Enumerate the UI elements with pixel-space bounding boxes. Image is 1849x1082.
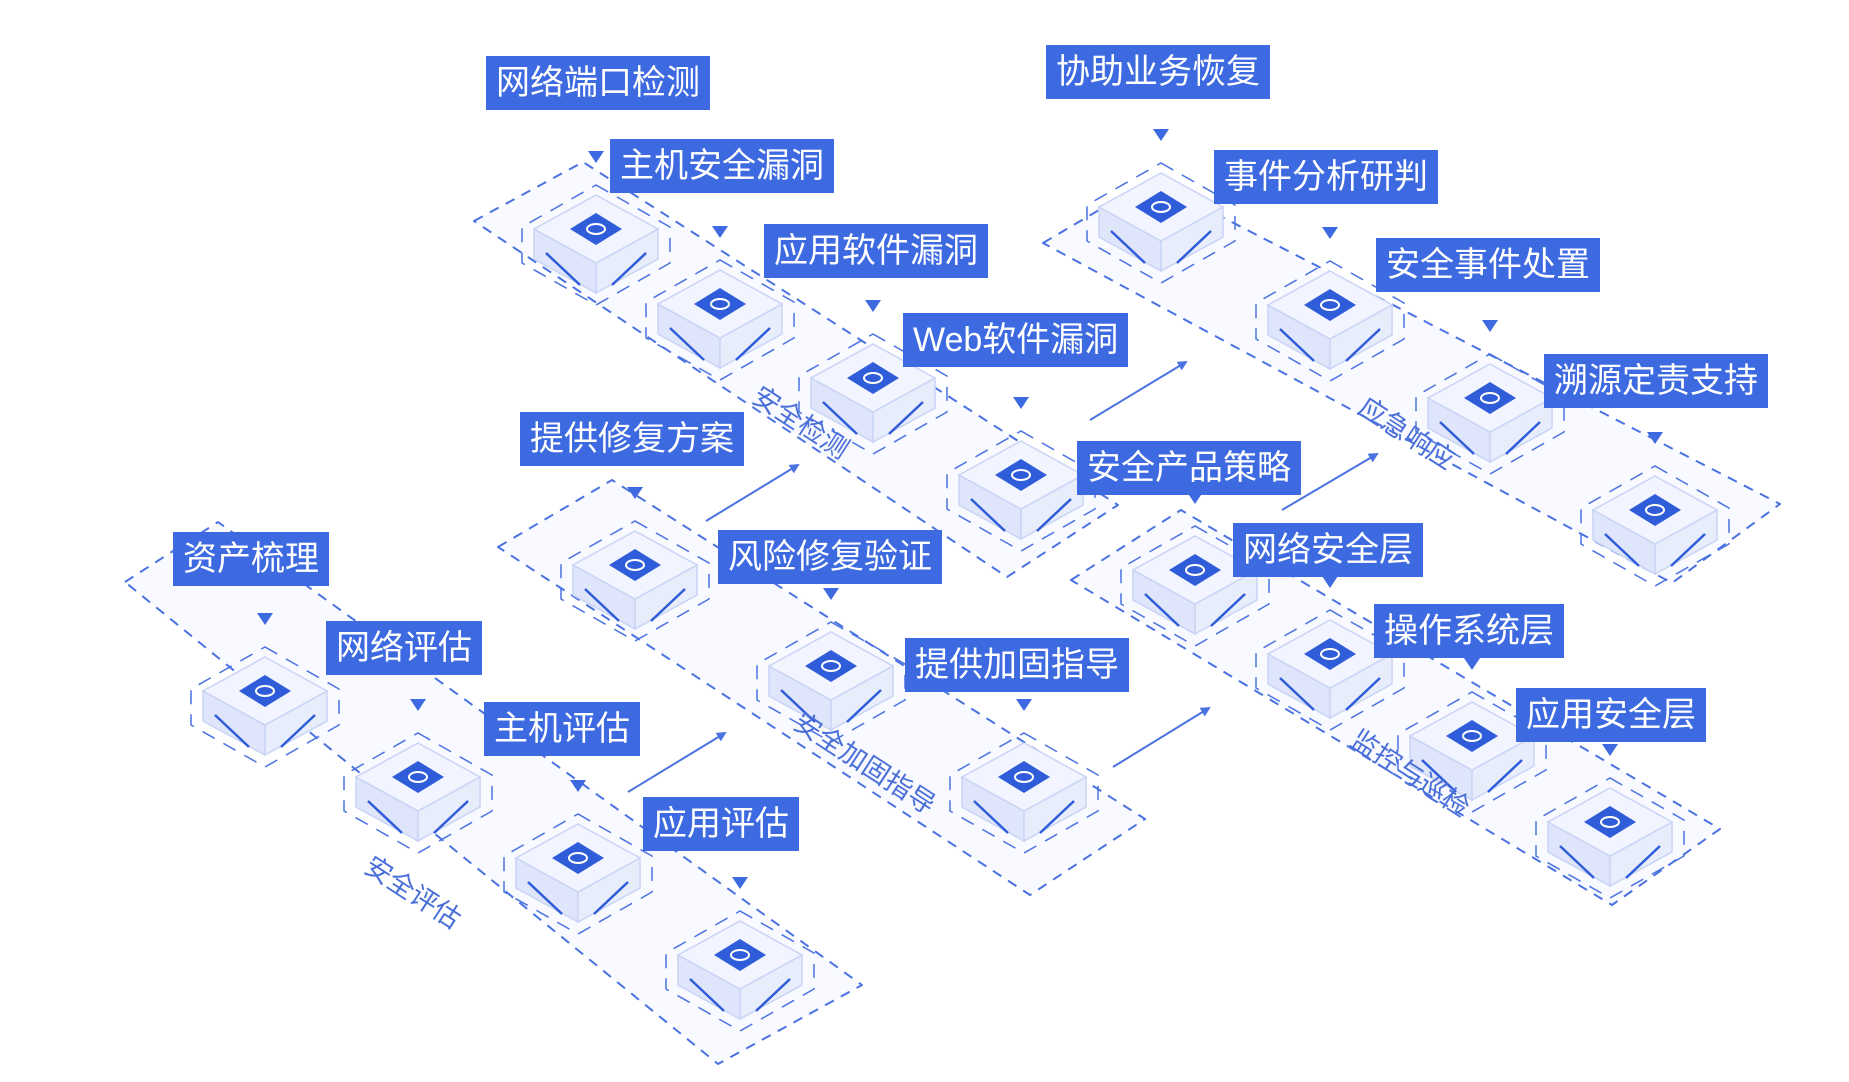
tag-pointer <box>1464 658 1480 670</box>
server-node-detect-1 <box>521 184 671 306</box>
tag-pointer <box>1482 320 1498 332</box>
node-icon <box>1446 720 1498 752</box>
node-icon <box>392 761 444 793</box>
node-icon <box>609 549 661 581</box>
node-icon <box>570 213 622 245</box>
flow-arrow <box>1112 706 1211 768</box>
server-node-detect-2 <box>645 259 795 381</box>
tag-pointer <box>588 151 604 163</box>
tag-pointer <box>1322 227 1338 239</box>
node-icon <box>1135 191 1187 223</box>
node-icon <box>805 650 857 682</box>
flow-arrow <box>1281 452 1379 511</box>
node-icon <box>1169 554 1221 586</box>
tag-response-1: 协助业务恢复 <box>1046 45 1270 99</box>
tag-response-3: 安全事件处置 <box>1376 238 1600 292</box>
tag-pointer <box>732 877 748 889</box>
tag-pointer <box>712 226 728 238</box>
server-node-response-4 <box>1580 465 1730 587</box>
server-node-monitor-1 <box>1120 525 1270 647</box>
tag-pointer <box>570 780 586 792</box>
tag-harden-1: 提供修复方案 <box>520 412 744 466</box>
server-node-response-3 <box>1415 353 1565 475</box>
server-node-assess-4 <box>665 910 815 1032</box>
tag-detect-3: 应用软件漏洞 <box>764 224 988 278</box>
node-icon <box>847 362 899 394</box>
node-icon <box>1304 638 1356 670</box>
node-icon <box>714 939 766 971</box>
server-node-response-1 <box>1086 162 1236 284</box>
node-icon <box>1304 289 1356 321</box>
server-node-harden-1 <box>560 520 710 642</box>
tag-assess-2: 网络评估 <box>326 621 482 675</box>
group-label-assess: 安全评估 <box>359 850 467 935</box>
server-node-response-2 <box>1255 260 1405 382</box>
server-node-assess-3 <box>503 813 653 935</box>
node-icon <box>239 675 291 707</box>
server-node-detect-4 <box>946 430 1096 552</box>
tag-assess-3: 主机评估 <box>484 702 640 756</box>
tag-pointer <box>1647 432 1663 444</box>
node-icon <box>552 842 604 874</box>
tag-detect-1: 网络端口检测 <box>486 56 710 110</box>
server-node-assess-2 <box>343 732 493 854</box>
tag-pointer <box>865 300 881 312</box>
tag-detect-4: Web软件漏洞 <box>903 313 1129 367</box>
tag-response-2: 事件分析研判 <box>1214 150 1438 204</box>
tag-detect-2: 主机安全漏洞 <box>610 139 834 193</box>
tag-pointer <box>823 588 839 600</box>
node-icon <box>694 288 746 320</box>
server-node-monitor-4 <box>1535 777 1685 899</box>
tag-pointer <box>1153 129 1169 141</box>
tag-pointer <box>1187 492 1203 504</box>
server-node-harden-3 <box>949 732 1099 854</box>
tag-pointer <box>1016 699 1032 711</box>
group-label-harden: 安全加固指导 <box>788 706 941 821</box>
tag-pointer <box>627 487 643 499</box>
tag-monitor-3: 操作系统层 <box>1374 604 1564 658</box>
tag-pointer <box>257 613 273 625</box>
server-node-assess-1 <box>190 646 340 768</box>
server-node-harden-2 <box>756 621 906 743</box>
node-icon <box>1584 806 1636 838</box>
tag-pointer <box>1602 744 1618 756</box>
node-icon <box>1464 382 1516 414</box>
tag-pointer <box>410 699 426 711</box>
tag-pointer <box>1322 576 1338 588</box>
tag-assess-4: 应用评估 <box>643 797 799 851</box>
server-node-monitor-3 <box>1397 691 1547 813</box>
group-strip-response <box>1042 179 1781 584</box>
tag-response-4: 溯源定责支持 <box>1544 354 1768 408</box>
tag-monitor-4: 应用安全层 <box>1516 688 1706 742</box>
tag-pointer <box>1013 397 1029 409</box>
flow-arrow <box>1089 360 1188 421</box>
tag-monitor-1: 安全产品策略 <box>1077 441 1301 495</box>
tag-assess-1: 资产梳理 <box>173 532 329 586</box>
tag-harden-3: 提供加固指导 <box>905 638 1129 692</box>
node-icon <box>998 761 1050 793</box>
flow-arrow <box>705 463 800 522</box>
tag-monitor-2: 网络安全层 <box>1233 523 1423 577</box>
group-label-detect: 安全检测 <box>747 380 855 465</box>
node-icon <box>1629 494 1681 526</box>
group-label-response: 应急响应 <box>1353 391 1461 476</box>
node-icon <box>995 459 1047 491</box>
flow-arrow <box>627 731 727 793</box>
tag-harden-2: 风险修复验证 <box>718 530 942 584</box>
group-label-monitor: 监控与巡检 <box>1345 724 1475 823</box>
